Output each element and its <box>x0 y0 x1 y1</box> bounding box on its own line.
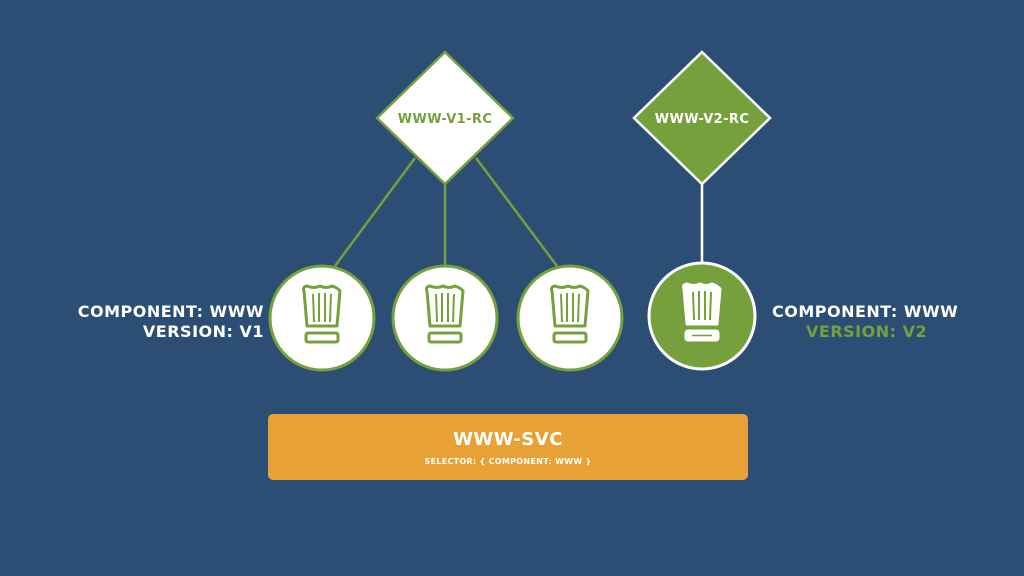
chef-hat-icon <box>424 284 465 344</box>
pod-2[interactable] <box>391 264 499 372</box>
label-v2: COMPONENT: WWW VERSION: V2 <box>772 302 972 342</box>
pod-3-circle <box>516 264 624 372</box>
label-v1-version: VERSION: V1 <box>142 322 264 341</box>
connector-v1-pod-3 <box>475 157 558 267</box>
service-name: WWW-SVC <box>453 429 563 450</box>
service-box[interactable]: WWW-SVC SELECTOR: { COMPONENT: WWW } <box>268 414 748 480</box>
pod-1-circle <box>268 264 376 372</box>
controller-v2-label: WWW-V2-RC <box>655 112 750 127</box>
pod-1[interactable] <box>268 264 376 372</box>
label-v1: COMPONENT: WWW VERSION: V1 <box>60 302 264 342</box>
connector-v1-pod-1 <box>333 157 417 267</box>
chef-hat-icon <box>301 284 342 344</box>
controller-v2[interactable]: WWW-V2-RC <box>632 50 772 186</box>
connector-lines <box>333 157 704 267</box>
label-v1-component: COMPONENT: WWW <box>77 302 264 321</box>
pod-3[interactable] <box>516 264 624 372</box>
label-v2-version: VERSION: V2 <box>806 322 928 341</box>
service-selector: SELECTOR: { COMPONENT: WWW } <box>424 457 592 466</box>
controller-v1[interactable]: WWW-V1-RC <box>375 50 515 186</box>
pod-4[interactable] <box>647 261 757 371</box>
controller-v1-label: WWW-V1-RC <box>398 112 493 127</box>
controller-v1-diamond <box>375 50 515 186</box>
label-v2-component: COMPONENT: WWW <box>772 302 959 321</box>
chef-hat-icon <box>681 282 722 342</box>
pod-2-circle <box>391 264 499 372</box>
chef-hat-icon <box>549 284 590 344</box>
controller-v2-diamond <box>632 50 772 186</box>
